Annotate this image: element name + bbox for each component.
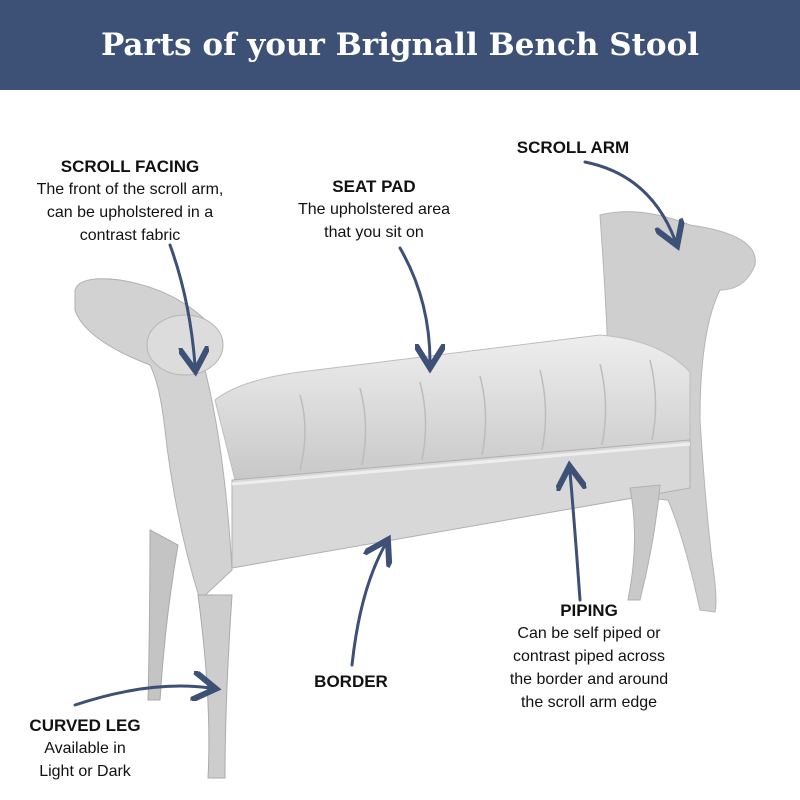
arrow-curved-leg (73, 686, 210, 707)
label-title: CURVED LEG (29, 716, 141, 735)
label-title: SCROLL ARM (516, 138, 630, 157)
label-line: that you sit on (324, 224, 424, 241)
label-line: the scroll arm edge (520, 694, 658, 711)
arrow-seat-pad (398, 246, 430, 362)
label-title: BORDER (314, 672, 388, 691)
label-line: contrast piped across (512, 648, 666, 665)
label-piping: PIPING Can be self piped or contrast pip… (510, 599, 668, 714)
arrow-scroll-facing (168, 243, 195, 365)
label-curved-leg: CURVED LEG Available in Light or Dark (29, 714, 140, 783)
header-banner: Parts of your Brignall Bench Stool (0, 0, 800, 90)
label-title: PIPING (560, 601, 618, 620)
curved-leg-left-back (147, 529, 179, 701)
arrows (73, 160, 675, 707)
label-line: contrast fabric (79, 227, 181, 244)
page-title: Parts of your Brignall Bench Stool (100, 27, 700, 63)
label-line: the border and around (509, 671, 669, 688)
label-scroll-facing: SCROLL FACING The front of the scroll ar… (37, 155, 224, 247)
label-line: The upholstered area (297, 201, 451, 218)
label-line: Can be self piped or (517, 625, 661, 642)
label-line: Available in (44, 740, 126, 757)
arrow-piping (570, 472, 580, 602)
label-line: can be upholstered in a (46, 204, 214, 221)
curved-leg-right (627, 484, 661, 601)
label-line: The front of the scroll arm, (36, 181, 224, 198)
arrow-scroll-arm (583, 160, 675, 240)
label-line: Light or Dark (39, 763, 131, 780)
label-title: SEAT PAD (332, 177, 416, 196)
piping-line (231, 442, 691, 486)
label-title: SCROLL FACING (60, 157, 200, 176)
arrow-border (350, 545, 385, 667)
label-border: BORDER (314, 670, 388, 693)
label-seat-pad: SEAT PAD The upholstered area that you s… (298, 175, 450, 244)
seat-pad (214, 334, 691, 481)
label-scroll-arm: SCROLL ARM (517, 136, 629, 159)
